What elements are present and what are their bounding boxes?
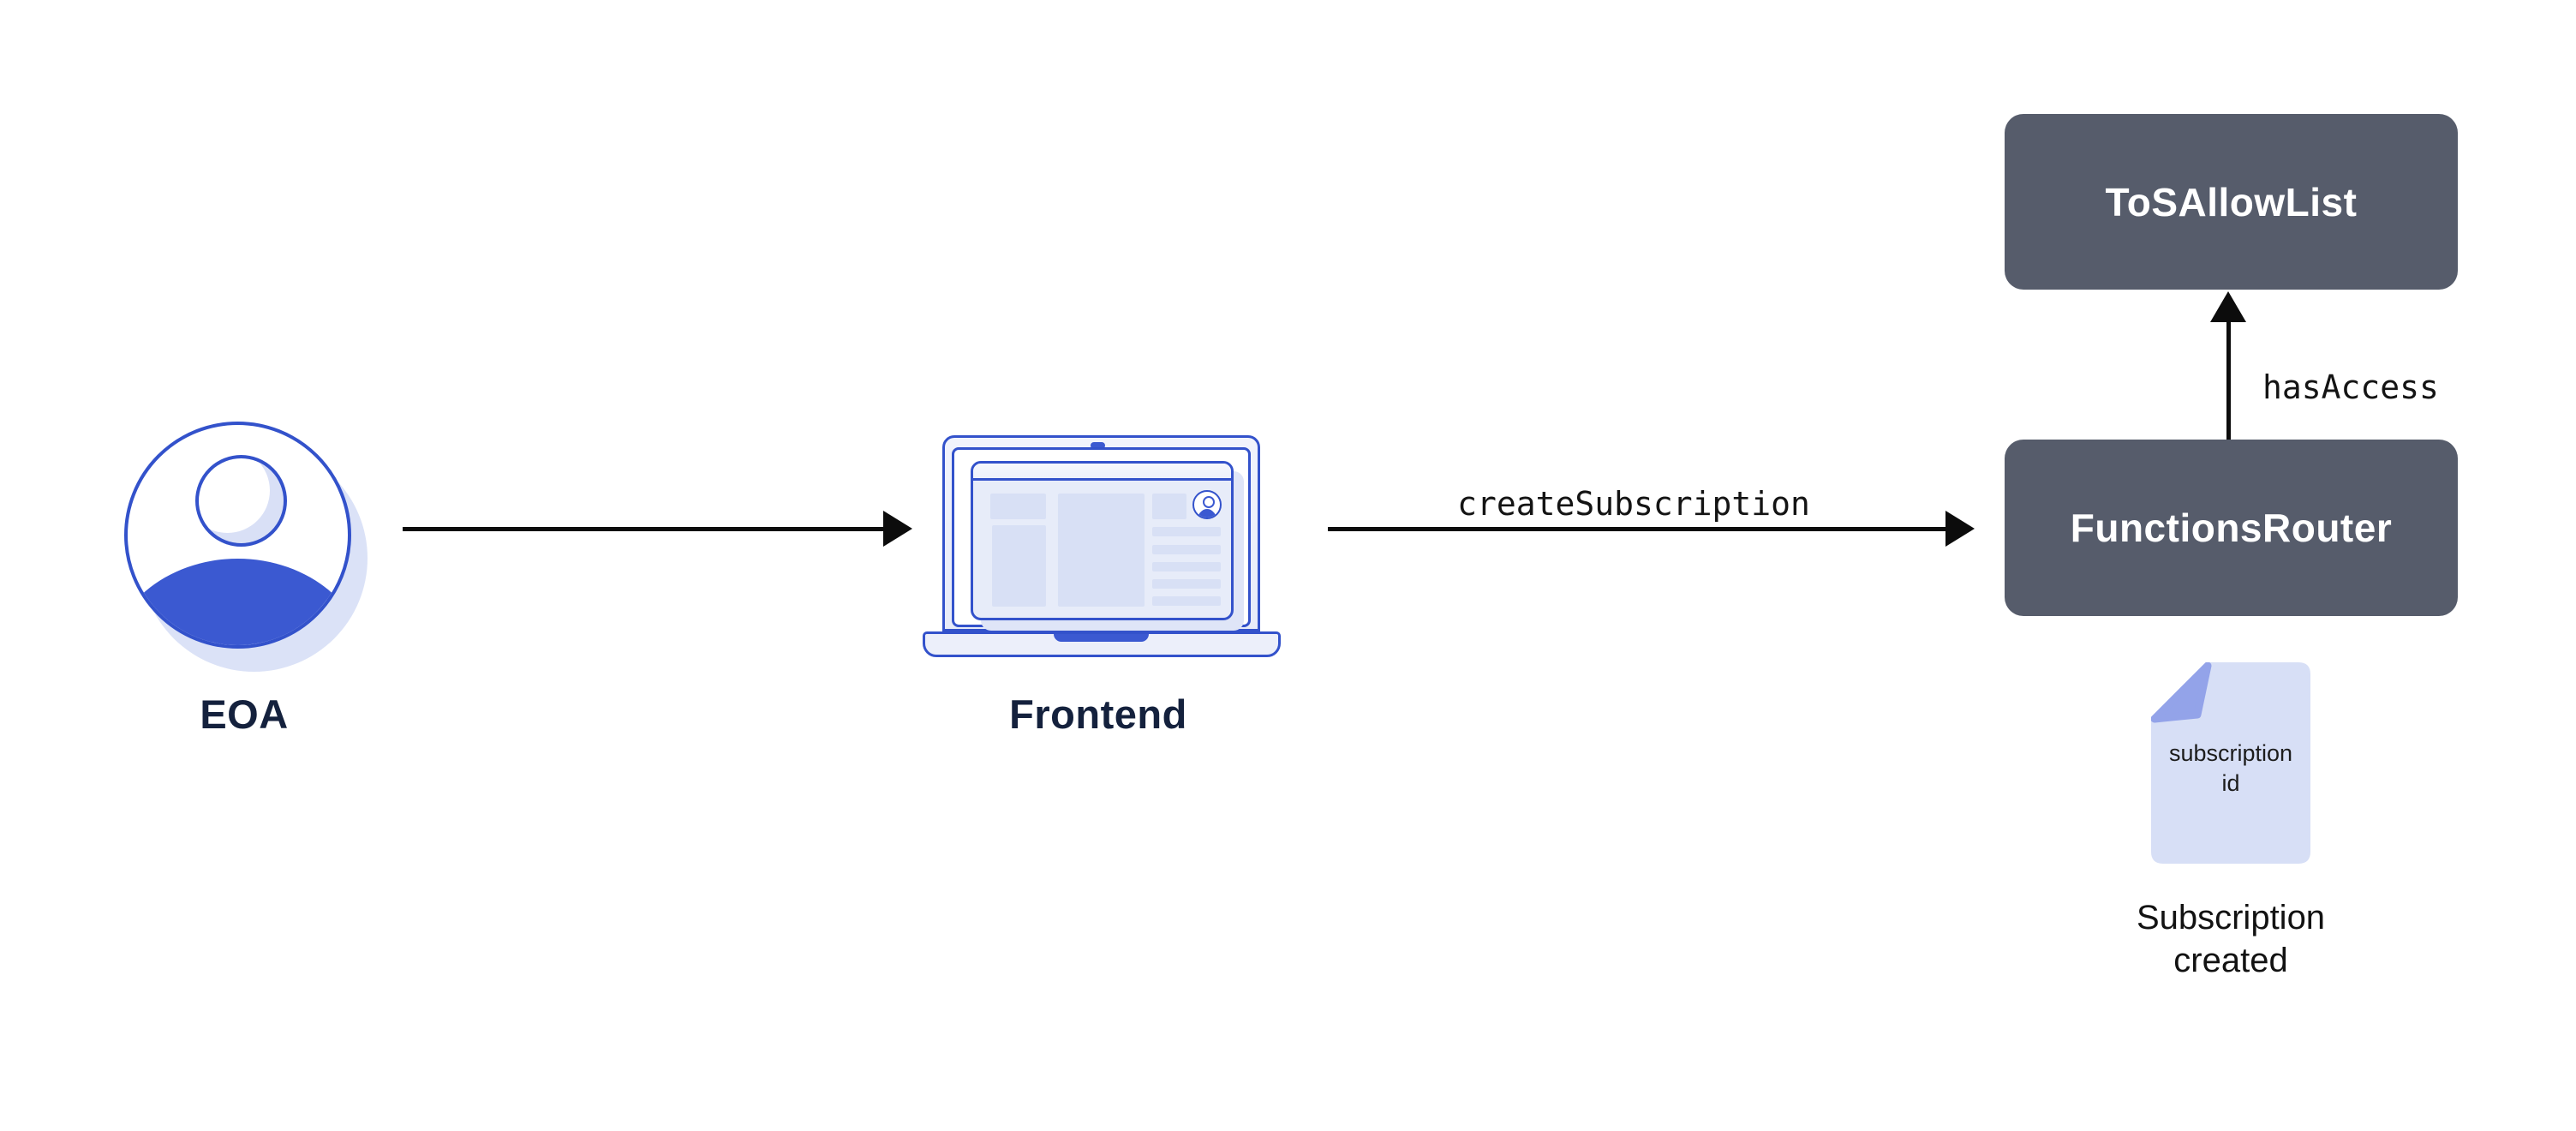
text-line-bar: [1152, 527, 1221, 536]
document-icon: [2151, 662, 2310, 864]
arrow-frontend-to-router-line: [1328, 527, 1947, 531]
frontend-label: Frontend: [1009, 691, 1187, 737]
content-block: [1152, 494, 1186, 519]
person-shoulders: [128, 559, 348, 645]
browser-header: [973, 464, 1231, 481]
person-head: [195, 455, 287, 547]
webcam-dot: [1091, 442, 1105, 449]
tos-allow-list-label: ToSAllowList: [2105, 179, 2358, 224]
person-icon: [124, 422, 351, 649]
content-block: [992, 525, 1046, 607]
eoa-avatar-icon: [124, 422, 368, 672]
functions-router-label: FunctionsRouter: [2070, 506, 2393, 550]
node-tos-allow-list: ToSAllowList: [2005, 114, 2458, 290]
eoa-label: EOA: [200, 691, 289, 737]
laptop-notch: [1054, 634, 1149, 642]
arrow-router-to-tos-line: [2226, 320, 2231, 440]
text-line-bar: [1152, 596, 1221, 606]
arrow-eoa-to-frontend-line: [403, 527, 885, 531]
laptop-icon: [923, 433, 1281, 657]
user-avatar-icon: [1192, 490, 1222, 519]
content-block: [990, 494, 1046, 519]
edge-label-has-access: hasAccess: [2262, 368, 2439, 406]
document-fold-corner: [2151, 662, 2212, 723]
arrow-frontend-to-router-head: [1945, 511, 1975, 547]
text-line-bar: [1152, 562, 1221, 571]
edge-label-create-subscription: createSubscription: [1457, 485, 1810, 523]
node-functions-router: FunctionsRouter: [2005, 440, 2458, 616]
arrow-eoa-to-frontend-head: [883, 511, 912, 547]
content-block: [1058, 494, 1145, 607]
document-text: subscription id: [2168, 740, 2293, 796]
text-line-bar: [1152, 579, 1221, 589]
text-line-bar: [1152, 545, 1221, 554]
subscription-created-caption: Subscription created: [2136, 899, 2326, 979]
browser-window: [971, 461, 1234, 620]
arrow-router-to-tos-head: [2210, 291, 2246, 322]
